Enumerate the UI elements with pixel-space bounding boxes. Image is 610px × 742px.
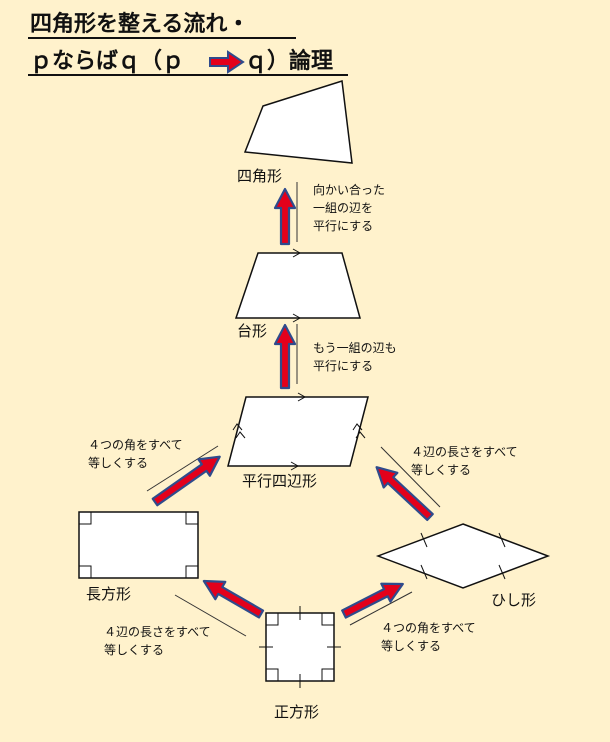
rhombus-shape [375, 523, 551, 589]
flow-arrows [151, 187, 434, 619]
parallelogram-shape [227, 392, 369, 471]
title-line-2-prefix: ｐならばｑ（ｐ [30, 49, 184, 74]
condition-parallelogram-to-trapezoid: もう一組の辺も 平行にする [313, 341, 397, 373]
title: 四角形を整える流れ・ ｐならばｑ（ｐ ｑ）論理 [28, 11, 348, 76]
condition-line: ４つの角をすべて [381, 621, 476, 635]
guide-lines [146, 182, 441, 637]
parallelogram-label: 平行四辺形 [242, 472, 317, 490]
condition-line: 平行にする [313, 219, 373, 233]
condition-square-to-rectangle: ４辺の長さをすべて 等しくする [104, 625, 211, 657]
title-arrow-icon [209, 50, 245, 74]
title-line-1: 四角形を整える流れ・ [30, 11, 249, 37]
condition-line: 等しくする [104, 643, 164, 657]
trapezoid-label: 台形 [237, 322, 267, 340]
condition-line: 等しくする [88, 456, 148, 470]
condition-line: 向かい合った [313, 182, 385, 197]
arrow-rhombus-to-parallelogram [375, 466, 434, 522]
trapezoid-shape [234, 248, 361, 323]
condition-line: 等しくする [411, 463, 471, 477]
condition-trapezoid-to-quadrilateral: 向かい合った 一組の辺を 平行にする [313, 182, 385, 233]
arrow-parallelogram-to-trapezoid [273, 323, 297, 390]
rectangle-shape [78, 511, 199, 579]
arrow-square-to-rhombus [341, 582, 404, 619]
condition-line: もう一組の辺も [313, 341, 397, 355]
arrow-square-to-rectangle [202, 579, 265, 619]
condition-line: ４辺の長さをすべて [104, 625, 211, 639]
square-label: 正方形 [274, 703, 319, 721]
square-shape [259, 606, 341, 688]
quadrilateral-label: 四角形 [237, 167, 282, 185]
arrow-trapezoid-to-quadrilateral [273, 187, 297, 246]
title-line-2-suffix: ｑ）論理 [245, 48, 333, 74]
condition-line: ４つの角をすべて [88, 438, 183, 452]
rectangle-label: 長方形 [86, 585, 131, 603]
arrow-rectangle-to-parallelogram [151, 455, 221, 507]
condition-rhombus-to-parallelogram: ４辺の長さをすべて 等しくする [411, 445, 518, 477]
condition-line: 一組の辺を [313, 201, 373, 215]
condition-line: 平行にする [313, 359, 373, 373]
condition-line: ４辺の長さをすべて [411, 445, 518, 459]
rhombus-label: ひし形 [491, 591, 536, 609]
condition-square-to-rhombus: ４つの角をすべて 等しくする [381, 621, 476, 653]
condition-line: 等しくする [381, 639, 441, 653]
quadrilateral-shape [243, 80, 353, 164]
condition-rectangle-to-parallelogram: ４つの角をすべて 等しくする [88, 438, 183, 470]
